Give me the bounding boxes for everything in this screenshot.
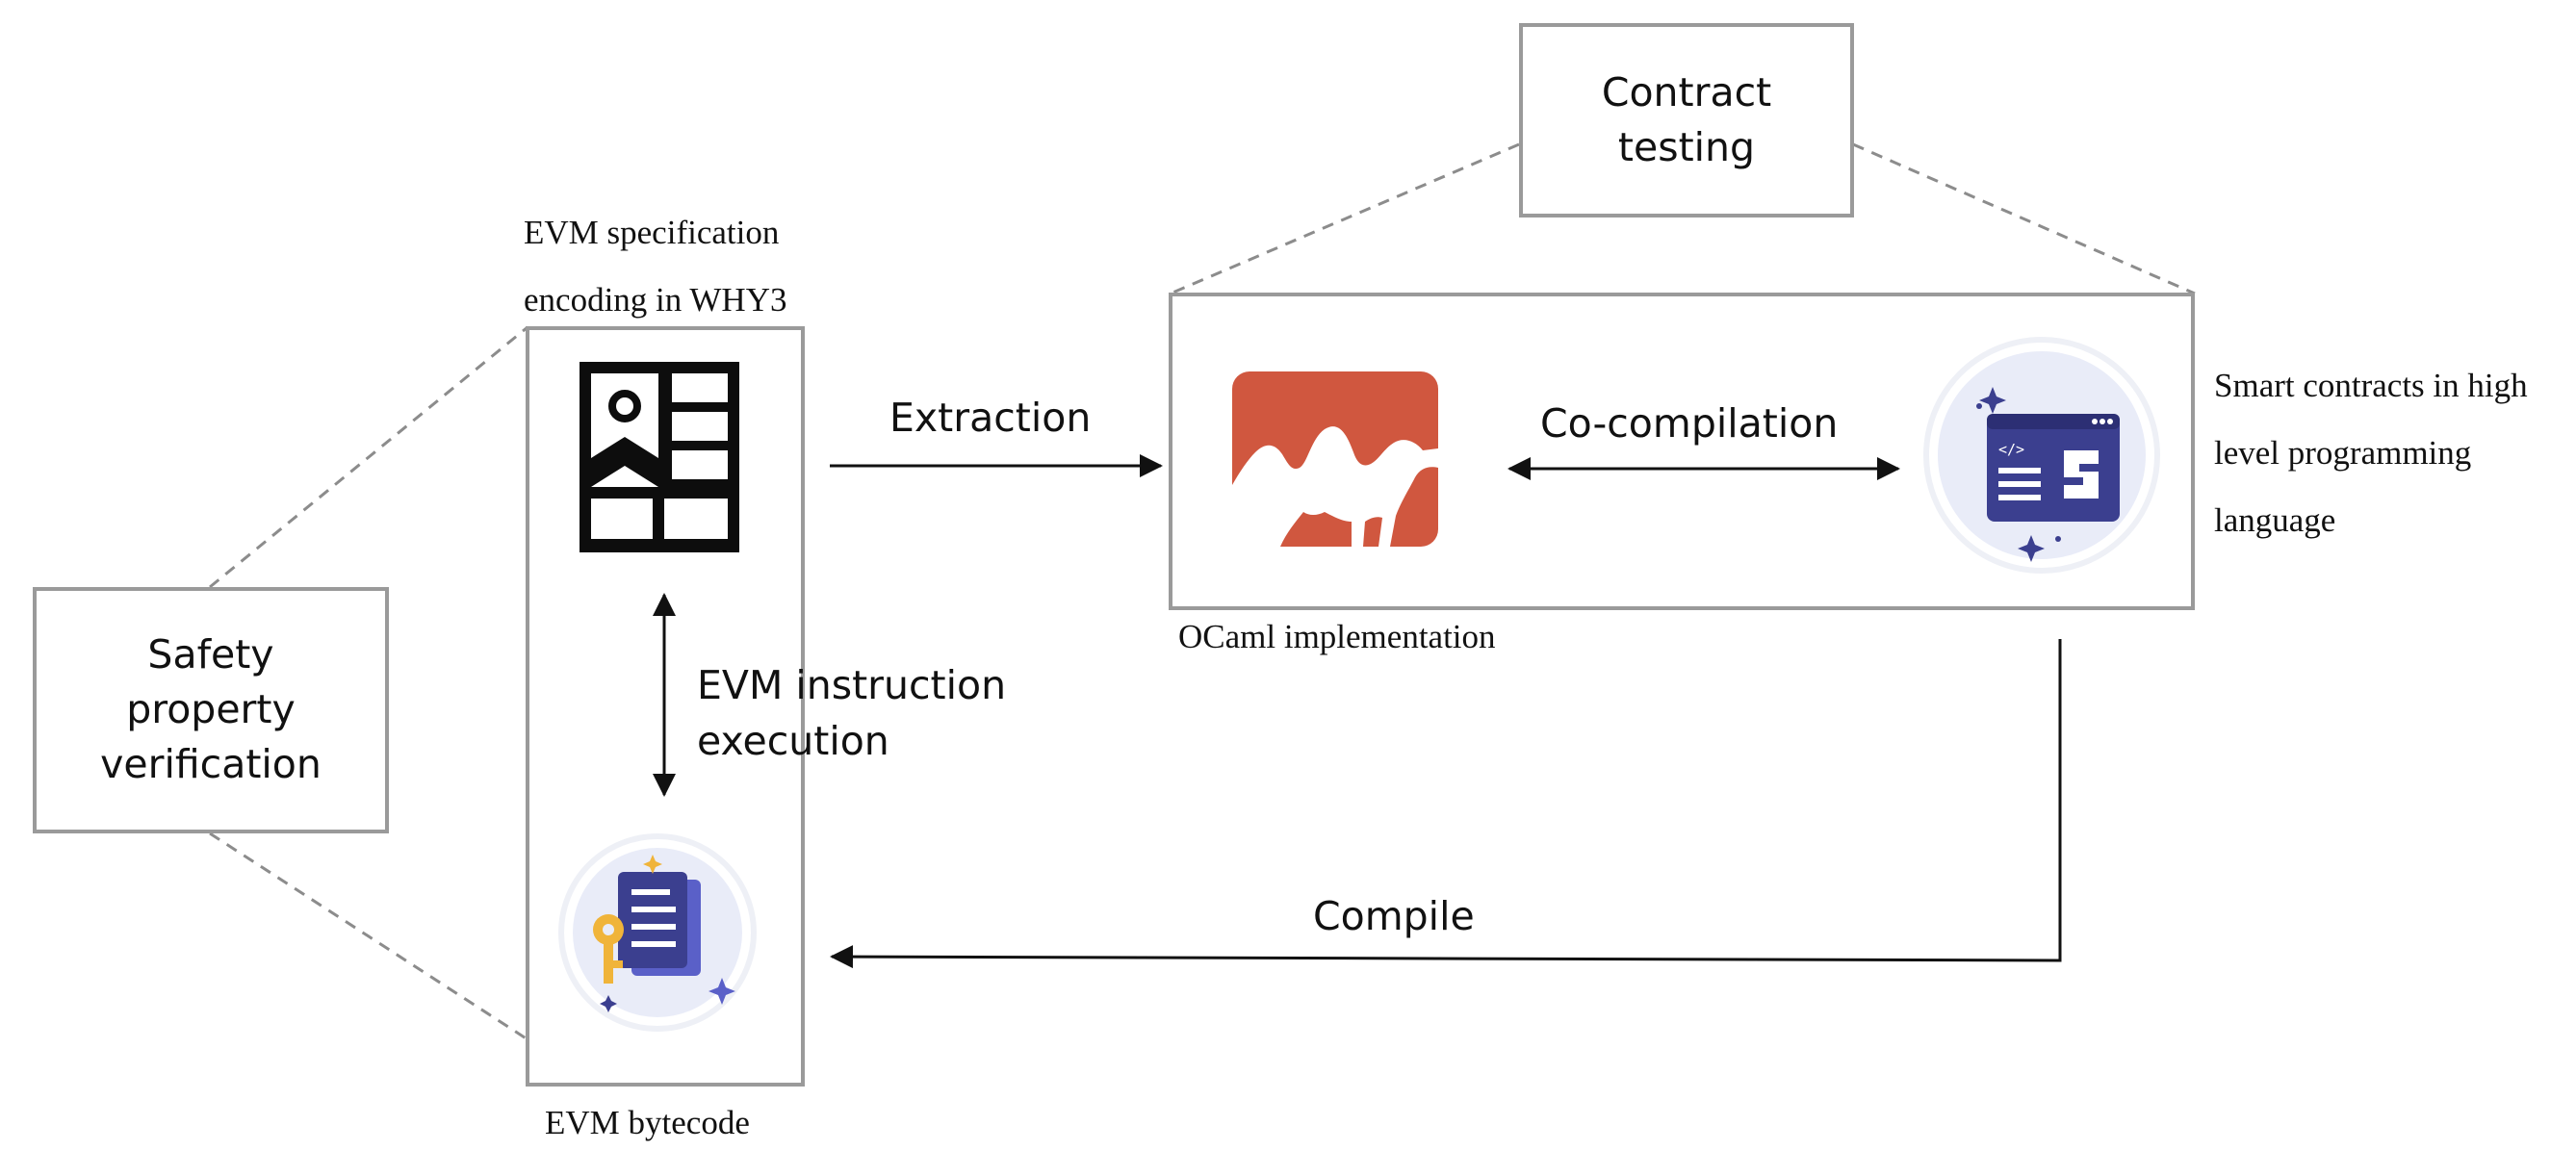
dashed-link-safety-top	[209, 325, 528, 589]
evm-column-box	[526, 326, 805, 1087]
evm-spec-label: EVM specification encoding in WHY3	[524, 214, 787, 319]
evm-execution-label: EVM instruction execution	[697, 662, 1007, 764]
dashed-link-testing-left	[1170, 142, 1520, 295]
co-compilation-label: Co-compilation	[1540, 400, 1839, 447]
document-key-icon	[558, 833, 757, 1032]
compile-arrow	[830, 639, 2062, 969]
dashed-link-safety-bottom	[209, 831, 528, 1041]
code-window-icon: </>	[1923, 337, 2160, 574]
compile-label: Compile	[1313, 893, 1475, 939]
extraction-label: Extraction	[889, 395, 1092, 441]
svg-text:</>: </>	[1998, 441, 2024, 458]
smart-contracts-label: Smart contracts in high level programmin…	[2214, 367, 2528, 539]
spec-grid-icon	[580, 362, 739, 552]
dashed-link-testing-right	[1852, 142, 2196, 295]
ocaml-camel-icon	[1232, 371, 1438, 547]
safety-verification-label: Safety property verification	[100, 631, 322, 787]
safety-verification-box	[33, 587, 389, 833]
implementation-box	[1169, 293, 2195, 610]
contract-testing-box	[1519, 23, 1854, 217]
ocaml-label: OCaml implementation	[1178, 618, 1496, 655]
contract-testing-label: Contract testing	[1601, 69, 1772, 170]
evm-bytecode-label: EVM bytecode	[545, 1104, 750, 1141]
